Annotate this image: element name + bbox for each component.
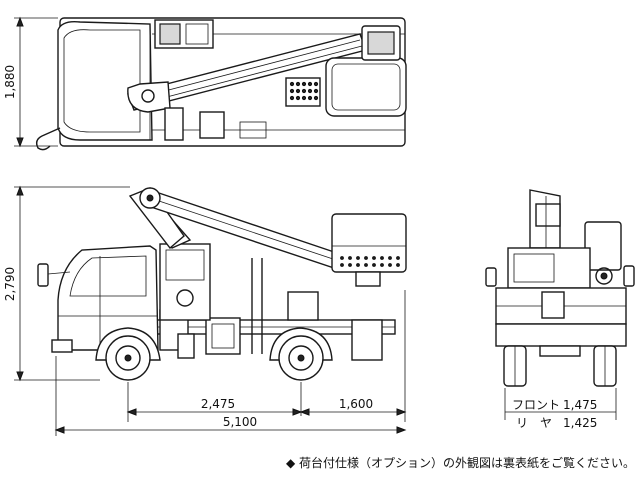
length-label: 5,100 <box>223 415 257 429</box>
track-dimensions: フロント 1,475 リ ヤ 1,425 <box>504 388 617 430</box>
rear-view-bucket <box>584 221 622 271</box>
rear-overhang-label: 1,600 <box>339 397 373 411</box>
top-view <box>35 17 407 151</box>
top-width-dimension: 1,880 <box>3 16 58 148</box>
top-view-mirror <box>35 127 61 151</box>
rear-view <box>485 189 635 387</box>
height-dimension: 2,790 <box>3 185 130 382</box>
top-width-label: 1,880 <box>3 65 17 99</box>
rear-track-caption: リ ヤ <box>516 416 552 430</box>
side-view-mirror <box>37 263 49 287</box>
front-track-caption: フロント <box>512 398 560 412</box>
side-view-cab <box>57 245 159 351</box>
wheelbase-label: 2,475 <box>201 397 235 411</box>
length-dimensions: 2,475 1,600 5,100 <box>54 290 407 436</box>
side-view <box>37 187 407 381</box>
rear-track-value: 1,425 <box>563 416 597 430</box>
appendix-note: ◆ 荷台付仕様（オプション）の外観図は裏表紙をご覧ください。 <box>286 456 636 470</box>
front-track-value: 1,475 <box>563 398 597 412</box>
top-view-bucket <box>325 57 407 117</box>
turret <box>159 243 211 321</box>
side-view-bucket <box>331 213 407 273</box>
height-label: 2,790 <box>3 267 17 301</box>
top-view-cab <box>57 20 153 141</box>
